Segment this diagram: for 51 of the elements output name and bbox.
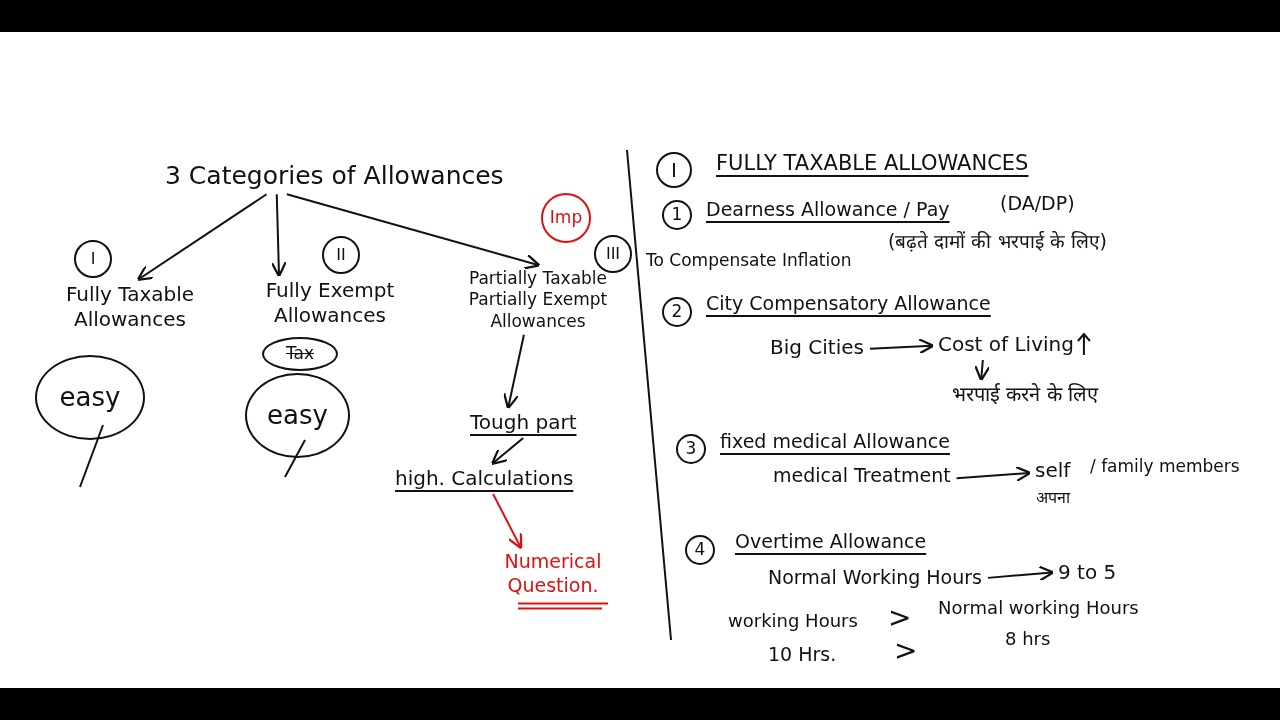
circled-number: 4 <box>685 535 715 565</box>
note-text: high. Calculations <box>395 466 574 491</box>
arrow <box>136 193 268 281</box>
note-text: Numerical Question. <box>488 550 618 598</box>
circled-numeral: III <box>594 235 632 273</box>
arrow <box>987 565 1055 582</box>
circled-numeral: II <box>322 236 360 274</box>
note-text: (बढ़ते दामों की भरपाई के लिए) <box>888 230 1108 254</box>
note-text: / family members <box>1090 456 1240 478</box>
note-text: Tough part <box>470 410 577 435</box>
important-mark: Imp <box>541 193 591 243</box>
arrow <box>869 338 935 355</box>
category-text: Fully Exempt Allowances <box>245 278 415 328</box>
circled-numeral: I <box>656 152 692 188</box>
note-text: भरपाई करने के लिए <box>952 382 1099 407</box>
note-text: 8 hrs <box>1005 628 1051 651</box>
item-heading: fixed medical Allowance <box>720 430 950 454</box>
arrow <box>270 193 287 278</box>
item-heading: Overtime Allowance <box>735 530 927 554</box>
heading-text: 3 Categories of Allowances <box>165 160 504 192</box>
circled-number: 2 <box>662 297 692 327</box>
circled-note: easy <box>35 355 145 440</box>
circled-note: easy <box>245 373 350 458</box>
arrow <box>503 333 525 410</box>
note-text: 9 to 5 <box>1058 560 1117 585</box>
arrow <box>955 465 1032 482</box>
note-text: 10 Hrs. <box>768 643 837 667</box>
note-text: Cost of Living <box>938 332 1074 357</box>
item-heading: City Compensatory Allowance <box>706 292 991 316</box>
arrow <box>974 359 991 382</box>
circled-number: 1 <box>662 200 692 230</box>
note-text: self <box>1035 458 1071 483</box>
note-text: To Compensate Inflation <box>646 250 852 272</box>
category-text: Fully Taxable Allowances <box>40 282 220 332</box>
arrow <box>490 437 525 465</box>
section-heading: FULLY TAXABLE ALLOWANCES <box>716 150 1029 177</box>
circled-numeral: I <box>74 240 112 278</box>
note-text: Big Cities <box>770 335 864 360</box>
item-heading: Dearness Allowance / Pay <box>706 198 950 222</box>
note-text: अपना <box>1036 488 1070 508</box>
comparison-sign: > <box>894 633 918 668</box>
note-text: (DA/DP) <box>1000 192 1075 216</box>
arrow <box>492 493 523 550</box>
note-text: Normal Working Hours <box>768 566 982 590</box>
arrow <box>285 193 541 270</box>
note-text: medical Treatment <box>773 464 951 488</box>
note-text: Normal working Hours <box>938 597 1139 620</box>
comparison-sign: > <box>888 600 912 635</box>
note-text: working Hours <box>728 610 858 633</box>
circled-number: 3 <box>676 434 706 464</box>
crossed-out-note: Tax <box>262 337 338 371</box>
